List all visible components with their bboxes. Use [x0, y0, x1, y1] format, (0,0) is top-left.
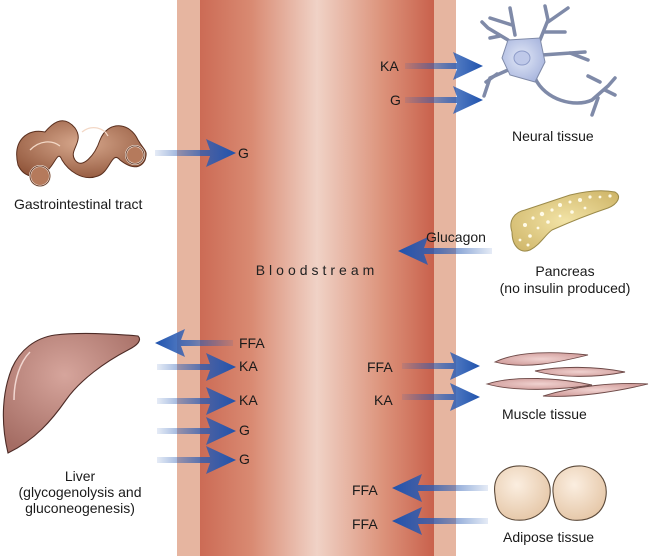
liver-illustration [2, 332, 141, 454]
label-liver: Liver [64, 468, 96, 484]
pancreas-illustration [510, 190, 619, 252]
arrow-gi-g [155, 139, 236, 167]
arrow-label-adipose-ffa1: FFA [352, 482, 378, 498]
arrow-label-liver-ka2: KA [239, 392, 258, 408]
muscle-cells-illustration [485, 352, 649, 397]
neuron-illustration [480, 4, 617, 117]
adipose-cells-illustration [494, 465, 607, 521]
arrow-muscle-ka [402, 383, 480, 411]
label-adipose-tissue: Adipose tissue [503, 529, 595, 545]
label-muscle-tissue: Muscle tissue [502, 406, 587, 422]
label-pancreas: Pancreas [535, 263, 595, 279]
gastrointestinal-tract-illustration [16, 120, 147, 187]
vessel-wall-left [177, 0, 200, 556]
arrow-neural-g [405, 86, 483, 114]
arrow-adipose-ffa1 [392, 474, 488, 502]
label-liver-process-2: gluconeogenesis) [25, 500, 135, 516]
arrow-label-adipose-ffa2: FFA [352, 516, 378, 532]
vessel-wall-right [434, 0, 456, 556]
arrows-layer [155, 52, 492, 535]
arrow-label-muscle-ffa: FFA [367, 359, 393, 375]
label-gastrointestinal-tract: Gastrointestinal tract [14, 196, 143, 212]
arrow-label-liver-ka1: KA [239, 358, 258, 374]
arrow-label-gi-g: G [238, 145, 249, 161]
arrow-label-muscle-ka: KA [374, 392, 393, 408]
arrow-muscle-ffa [402, 352, 480, 380]
arrow-label-liver-g2: G [239, 451, 250, 467]
arrow-label-neural-g: G [390, 92, 401, 108]
arrow-label-liver-g1: G [239, 422, 250, 438]
label-neural-tissue: Neural tissue [512, 128, 594, 144]
arrow-liver-g2 [157, 446, 236, 474]
arrow-adipose-ffa2 [392, 507, 488, 535]
label-pancreas-note: (no insulin produced) [499, 280, 631, 296]
arrow-label-neural-ka: KA [380, 58, 399, 74]
arrow-liver-ffa [155, 329, 233, 357]
bloodstream-label: Bloodstream [255, 262, 379, 278]
arrow-neural-ka [405, 52, 483, 80]
neuron-nucleus [513, 50, 531, 66]
bloodstream-vessel [200, 0, 434, 556]
label-liver-process-1: (glycogenolysis and [18, 484, 142, 500]
arrow-liver-ka2 [157, 387, 236, 415]
arrow-liver-g1 [157, 417, 236, 445]
arrow-label-glucagon: Glucagon [426, 229, 486, 245]
arrow-liver-ka1 [157, 353, 236, 381]
arrow-label-liver-ffa: FFA [239, 335, 265, 351]
arrow-pancreas-glucagon [398, 237, 492, 265]
